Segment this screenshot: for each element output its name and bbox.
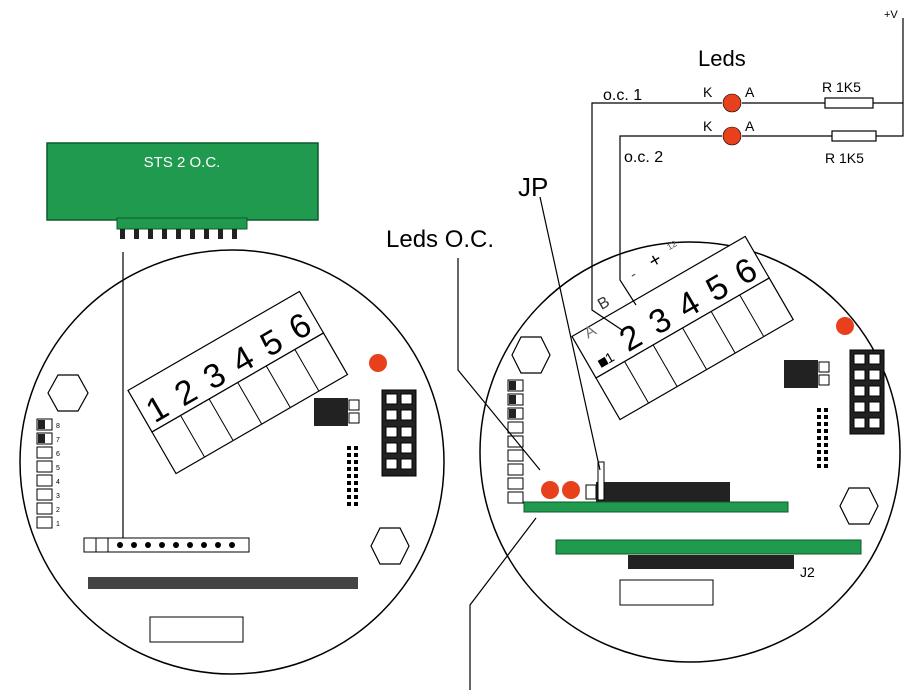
oc-led-2 [562,481,580,499]
sts-connector-pins [120,229,237,239]
right-hex-nut-top [511,336,551,374]
a1-label: A [745,84,755,100]
left-dip-num-4: 4 [56,479,60,486]
left-dip-num-8: 8 [56,423,60,430]
leds-oc-label: Leds O.C. [386,226,494,253]
ext-led-1 [722,93,742,113]
right-dip-switch [507,379,524,504]
resistor-2 [831,130,877,142]
left-dip-num-3: 3 [56,493,60,500]
k1-label: K [703,84,713,100]
left-pin-header [83,537,250,553]
left-dip-switch: 8 7 6 5 4 3 2 1 [36,418,60,529]
jp-jumper [585,484,597,500]
sts-module [46,142,319,221]
left-dip-num-6: 6 [56,451,60,458]
leds-oc-pointer-line [457,258,541,471]
left-jumper-pair [314,398,360,426]
left-dot-matrix [347,446,358,506]
jp-post [597,461,605,501]
j2-connector [628,555,794,569]
right-jumper-grid [849,349,885,435]
jp-pointer-line [539,196,601,471]
left-dip-num-5: 5 [56,465,60,472]
right-lower-board [555,539,862,555]
k2-label: K [703,118,713,134]
ext-led-2 [722,126,742,146]
a2-label: A [745,118,755,134]
right-bottom-box [619,579,714,606]
r1-label: R 1K5 [822,79,861,95]
left-hex-nut-bottom [370,527,410,565]
oc-led-1 [541,481,559,499]
left-dip-num-7: 7 [56,437,60,444]
wire-oc2 [619,135,722,306]
vplus-label: +V [884,9,898,21]
right-terminal-label-12: 12 [665,238,679,252]
r2-label: R 1K5 [825,150,864,166]
right-bottom-pointer-line [469,517,537,690]
right-hex-nut-bottom [839,487,879,525]
right-oc-module-board [523,501,789,513]
left-bottom-bar [88,577,358,589]
left-terminal-block: 1 2 3 4 5 6 [127,290,349,475]
wire-r2-vplus [876,18,904,137]
sts-module-label: STS 2 O.C. [144,154,221,171]
right-board: 1 2 3 4 5 6 A B - + 12 [479,235,901,663]
leds-label: Leds [698,46,746,71]
right-board-led [836,317,854,335]
left-bottom-box [149,616,244,643]
resistor-1 [824,97,874,109]
jp-label: JP [518,172,548,202]
j2-label: J2 [800,564,815,580]
oc2-label: o.c. 2 [624,149,663,166]
right-dot-matrix [817,408,828,468]
wire-oc1 [591,102,722,331]
left-jumper-grid [381,389,417,477]
left-board-led [369,354,387,372]
sts-connector [116,217,248,230]
right-jumper-pair [784,360,830,388]
left-board: STS 2 O.C. 1 2 3 4 5 6 [19,142,445,675]
right-terminal-block: 1 2 3 4 5 6 A B - + 12 [571,235,795,421]
external-wiring [457,18,904,690]
left-dip-num-2: 2 [56,507,60,514]
oc1-label: o.c. 1 [603,87,642,104]
left-dip-num-1: 1 [56,521,60,528]
left-hex-nut-top [47,374,89,412]
left-board-outline [19,249,445,675]
right-oc-module-bar [596,482,730,504]
